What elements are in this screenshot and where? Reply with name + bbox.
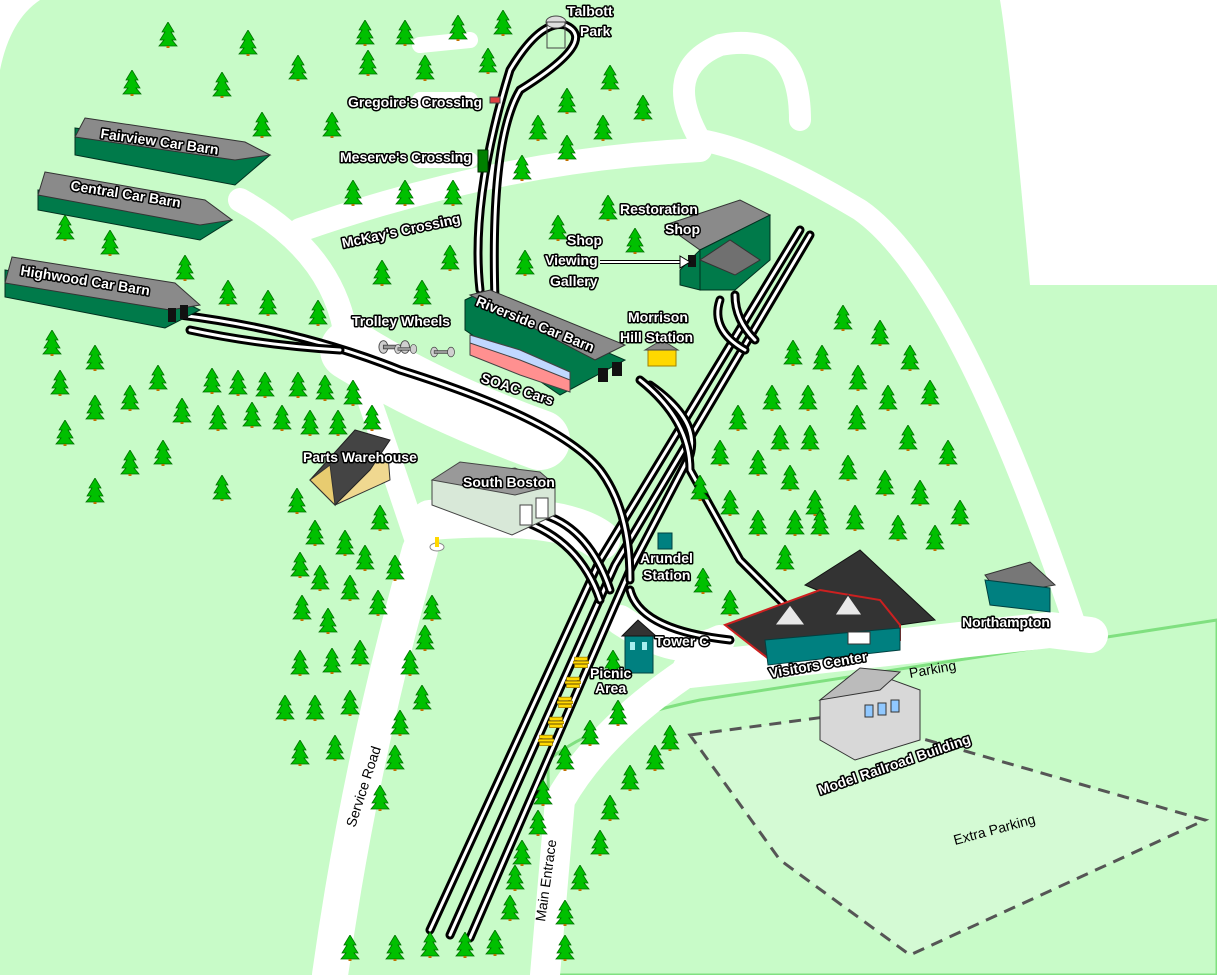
tower-c xyxy=(620,619,658,674)
label-tower-c: Tower C xyxy=(655,633,709,649)
model-railroad-building-structure xyxy=(818,667,921,761)
gallery-arrow-head xyxy=(679,255,691,269)
label-arundel-station-line1: Arundel xyxy=(640,550,693,566)
gregoires-crossing-sign xyxy=(489,96,501,104)
label-shop-viewing-gallery-line1: Shop xyxy=(567,232,602,248)
label-picnic-area-line1: Picnic xyxy=(590,665,631,681)
label-picnic-area-line2: Area xyxy=(595,680,626,696)
label-morrison-hill-station-line1: Morrison xyxy=(628,309,688,325)
northampton-building xyxy=(984,561,1057,613)
label-restoration-shop-line1: Restoration xyxy=(620,201,698,217)
label-talbott-park-line1: Talbott xyxy=(567,3,613,19)
soac-cars xyxy=(469,334,571,393)
grass-area-west xyxy=(0,300,330,975)
water-tower xyxy=(545,15,567,49)
label-trolley-wheels: Trolley Wheels xyxy=(352,313,450,329)
label-meserves-crossing: Meserve's Crossing xyxy=(340,149,472,165)
label-south-boston: South Boston xyxy=(463,474,555,490)
restoration-shop xyxy=(663,199,772,291)
parts-warehouse xyxy=(309,429,391,507)
lamp-post xyxy=(429,537,445,552)
meserves-crossing-sign xyxy=(477,149,489,173)
morrison-hill-station-building xyxy=(643,339,680,367)
label-shop-viewing-gallery-line2: Viewing xyxy=(545,252,598,268)
visitors-center xyxy=(722,549,937,666)
fairview-car-barn xyxy=(74,117,272,186)
arundel-station-building xyxy=(657,532,673,550)
label-restoration-shop-line2: Shop xyxy=(665,221,700,237)
highwood-car-barn xyxy=(4,256,202,329)
label-northampton: Northampton xyxy=(962,614,1050,630)
label-parts-warehouse: Parts Warehouse xyxy=(303,449,417,465)
label-gregoires-crossing: Gregoire's Crossing xyxy=(348,94,482,110)
central-car-barn xyxy=(37,171,234,241)
riverside-car-barn xyxy=(464,289,627,396)
label-morrison-hill-station-line2: Hill Station xyxy=(620,329,693,345)
south-boston xyxy=(430,461,557,536)
label-talbott-park-line2: Park xyxy=(580,23,611,39)
label-arundel-station-line2: Station xyxy=(643,567,690,583)
label-shop-viewing-gallery-line3: Gallery xyxy=(550,273,598,289)
extra-parking-lot xyxy=(687,713,1210,957)
